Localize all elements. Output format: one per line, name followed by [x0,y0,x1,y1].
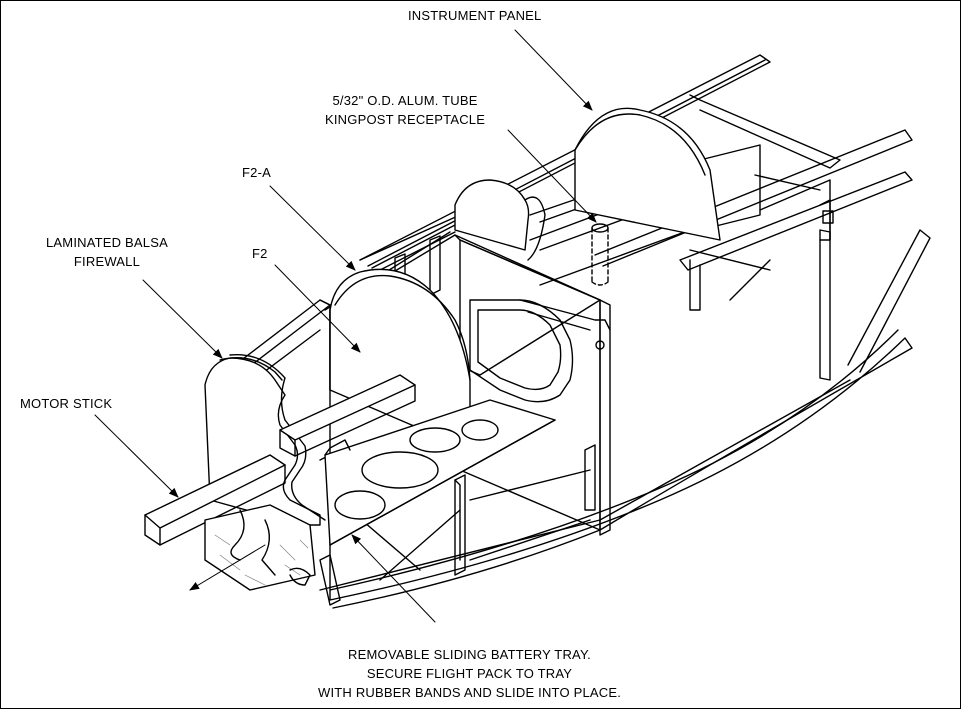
label-kingpost-line-1: 5/32" O.D. ALUM. TUBE [332,93,478,108]
label-f2a: F2-A [242,163,271,182]
label-kingpost-receptacle: 5/32" O.D. ALUM. TUBE KINGPOST RECEPTACL… [325,91,485,129]
side-door-panel [459,239,611,531]
label-motor-stick-text: MOTOR STICK [20,396,113,411]
motor-stick [144,454,286,546]
label-f2-text: F2 [252,246,268,261]
leader-f2 [274,264,361,353]
label-firewall-line-1: LAMINATED BALSA [46,235,168,250]
instrument-panel-bulkhead [574,107,721,241]
top-right-longeron [359,54,771,269]
cross-beam [279,374,416,457]
leader-instrument-panel [514,29,593,111]
label-battery-tray: REMOVABLE SLIDING BATTERY TRAY. SECURE F… [318,645,621,702]
label-battery-tray-line-3: WITH RUBBER BANDS AND SLIDE INTO PLACE. [318,685,622,700]
label-f2a-text: F2-A [242,165,271,180]
leader-firewall [142,279,223,359]
label-motor-stick: MOTOR STICK [20,394,112,413]
label-firewall-line-2: FIREWALL [73,254,141,269]
kingpost-tube [591,223,609,286]
leader-kingpost [507,129,597,223]
label-instrument-panel: INSTRUMENT PANEL [408,6,541,25]
f2a-bulkhead [454,179,546,261]
rear-cross-members [689,94,841,241]
label-kingpost-line-2: KINGPOST RECEPTACLE [325,112,486,127]
leader-lines [94,29,597,623]
leader-forward [189,544,266,591]
battery-tray [324,399,556,546]
leader-f2a [269,185,356,271]
leader-battery-tray [351,534,436,623]
label-f2: F2 [252,244,268,263]
label-battery-tray-line-2: SECURE FLIGHT PACK TO TRAY [366,666,573,681]
rear-bottom-diagonals [689,229,931,381]
label-instrument-panel-text: INSTRUMENT PANEL [408,8,542,23]
leader-motor-stick [94,414,179,498]
laminated-firewall [204,353,326,526]
label-firewall: LAMINATED BALSA FIREWALL [46,233,168,271]
label-battery-tray-line-1: REMOVABLE SLIDING BATTERY TRAY. [348,647,591,662]
bottom-curved-longeron [329,329,913,609]
